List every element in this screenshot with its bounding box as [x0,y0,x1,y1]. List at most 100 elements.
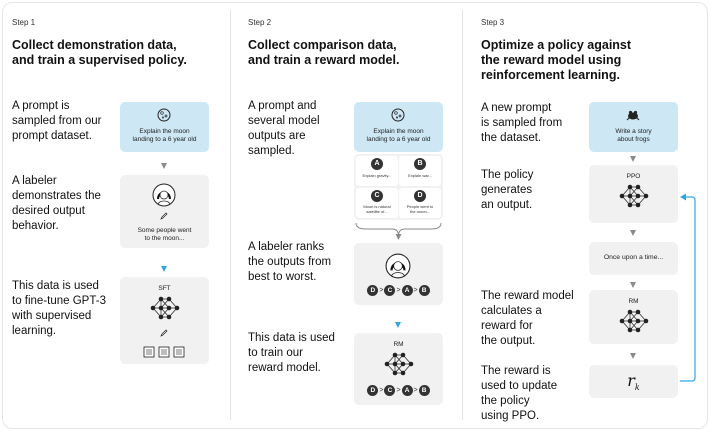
nn-node [158,296,164,302]
nn-node [635,202,641,208]
step-2-label: Step 2 [248,18,272,27]
reward-value: rk [589,371,678,392]
text-line: reward model. [248,362,321,374]
output-a-badge: A [371,158,383,170]
step-2-title-line-2: and train a reward model. [248,53,400,67]
rank-1: D [367,385,379,396]
nn-node [635,318,641,324]
ppo-label: PPO [626,173,641,180]
nn-node [158,305,164,311]
step-1-desc-prompt: A prompt is sampled from our prompt data… [12,99,101,144]
bracket-arrow [355,222,442,240]
text-line: sampled from our [12,115,102,127]
text-line: the dataset. [481,132,542,144]
neural-network-icon [384,352,414,376]
text-line: landing to a 6 year old [366,136,431,143]
feedback-loop-arrow [680,193,696,382]
step-3-prompt-card: Write a story about frogs [589,102,678,152]
step-1-demo-card: Some people went to the moon... [120,175,209,248]
rank-2: C [384,285,396,296]
nn-node [627,327,633,333]
text-line: the output. [481,335,536,347]
step-3-prompt-text: Write a story about frogs [589,128,678,144]
text-line: Some people went [137,227,192,234]
step-3-desc-prompt: A new prompt is sampled from the dataset… [481,101,562,146]
nn-node [166,296,172,302]
document-icon [143,346,155,358]
nn-node [635,309,641,315]
step-2-prompt-text: Explain the moon landing to a 6 year old [354,128,443,144]
nn-node [627,202,633,208]
step-3-desc-policy: The policy generates an output. [481,168,533,213]
step-2-ranking-card: D>C>A>B [354,243,443,305]
nn-node [166,305,172,311]
nn-node [627,309,633,315]
ranking-row: D>C>A>B [354,285,443,296]
text-line: behavior. [12,220,59,232]
text-line: several model [248,115,320,127]
step-3-title-line-3: reinforcement learning. [481,68,620,82]
output-c-text: Moon is natural satellite of... [356,204,398,214]
step-3-desc-update: The reward is used to update the policy … [481,364,557,424]
person-icon [385,253,411,279]
nn-node [635,184,641,190]
column-divider-1 [230,10,231,420]
text-line: used to update [481,380,558,392]
output-a-text: Explain gravity... [356,173,398,178]
step-1-desc-finetune: This data is used to fine-tune GPT-3 wit… [12,279,106,339]
pencil-icon [160,212,168,220]
text-line: the policy [481,395,530,407]
nn-node [158,314,164,320]
text-line: People went to [406,204,434,209]
text-line: outputs are [248,130,306,142]
rm-label: RM [628,298,639,305]
person-icon [152,183,176,207]
step-1-prompt-text: Explain the moon landing to a 6 year old [120,128,209,144]
nn-node [619,193,625,199]
step-2-arrow [395,322,401,328]
step-3-desc-reward-model: The reward model calculates a reward for… [481,289,574,349]
step-3-ppo-card: PPO [589,165,678,223]
step-1-arrow-2 [161,266,167,272]
moon-icon [157,108,171,122]
rank-sep: > [379,387,384,394]
output-b-badge: B [414,158,426,170]
nn-node [635,327,641,333]
text-line: to fine-tune GPT-3 [12,295,106,307]
sft-label: SFT [158,285,171,292]
output-d-text: People went to the moon... [399,204,441,214]
text-line: to train our [248,347,303,359]
rank-sep: > [396,387,401,394]
nn-node [627,193,633,199]
nn-node [643,318,649,324]
document-icon [173,346,185,358]
text-line: A new prompt [481,102,552,114]
output-a: A Explain gravity... [356,156,398,186]
nn-node [384,361,390,367]
rank-sep: > [413,287,418,294]
output-d-badge: D [414,190,426,202]
text-line: A prompt and [248,100,317,112]
text-line: reward for [481,320,533,332]
text-line: an output. [481,199,533,211]
nn-node [627,184,633,190]
nn-node [392,352,398,358]
text-line: to the moon... [144,235,185,242]
step-2-title-line-1: Collect comparison data, [248,38,397,52]
step-3-title-line-2: the reward model using [481,53,622,67]
nn-node [619,318,625,324]
output-c: C Moon is natural satellite of... [356,188,398,218]
document-icon [158,346,170,358]
text-line: with supervised [12,310,92,322]
text-line: Moon is natural [363,204,391,209]
step-2-desc-rank: A labeler ranks the outputs from best to… [248,240,331,285]
neural-network-icon [619,309,649,333]
rank-sep: > [379,287,384,294]
rank-3: A [401,285,413,296]
text-line: This data is used [248,332,335,344]
text-line: desired output [12,205,85,217]
reward-symbol: r [627,371,635,390]
nn-node [174,305,180,311]
step-3-title-line-1: Optimize a policy against [481,38,632,52]
step-2-rm-card: RM D>C>A>B [354,333,443,405]
